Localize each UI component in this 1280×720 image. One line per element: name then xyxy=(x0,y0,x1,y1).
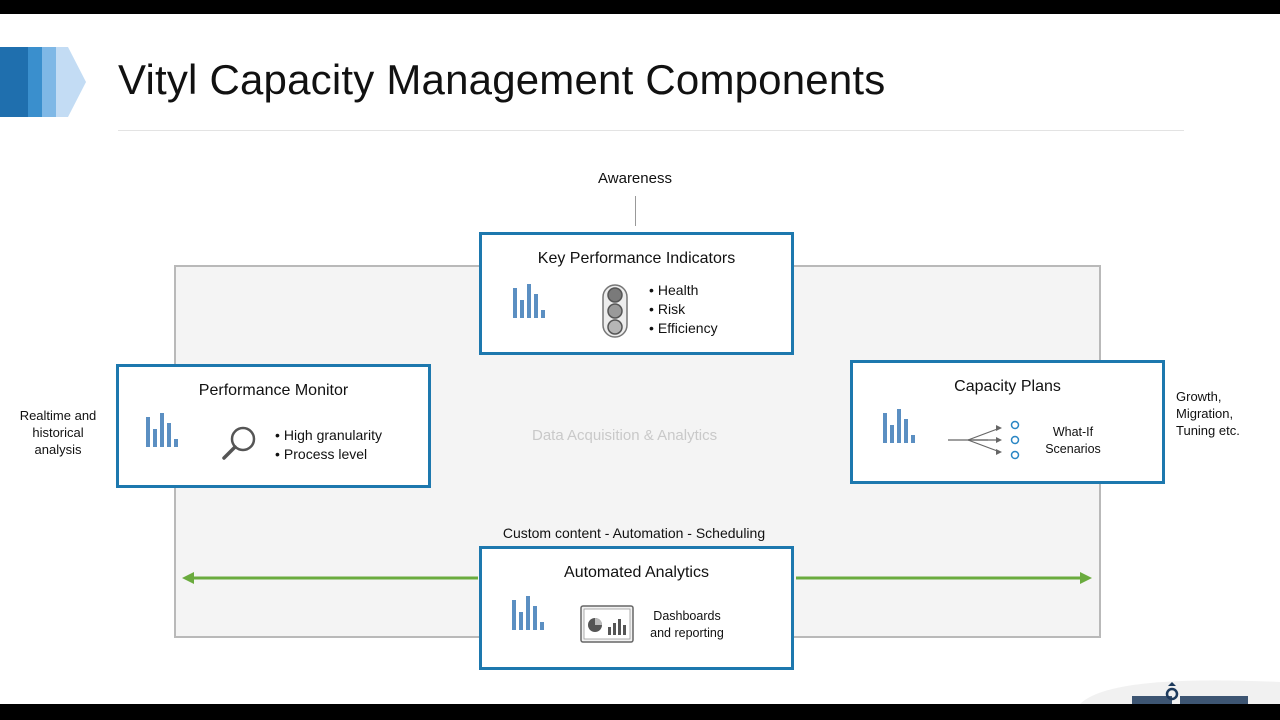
monitor-bullet-process: Process level xyxy=(275,445,382,464)
automated-analytics-title: Automated Analytics xyxy=(564,564,709,581)
slide: Vityl Capacity Management Components Awa… xyxy=(0,14,1280,704)
kpi-bullet-efficiency: Efficiency xyxy=(649,319,718,338)
dashboard-icon xyxy=(580,605,634,643)
performance-monitor-title: Performance Monitor xyxy=(198,382,349,399)
page-title: Vityl Capacity Management Components xyxy=(118,56,886,103)
kpi-card: Key Performance Indicators Health Risk E… xyxy=(479,232,794,355)
custom-content-label: Custom content - Automation - Scheduling xyxy=(502,525,766,541)
title-divider xyxy=(118,130,1184,131)
automated-analytics-card: Automated Analytics Dashboards and repor… xyxy=(479,546,794,670)
awareness-label: Awareness xyxy=(598,170,672,187)
monitor-bullet-granularity: High granularity xyxy=(275,426,382,445)
kpi-card-title: Key Performance Indicators xyxy=(537,250,736,267)
bar-chart-icon xyxy=(512,596,544,630)
bar-chart-icon xyxy=(146,413,178,447)
what-if-branch-icon xyxy=(948,420,1020,460)
left-arrow-icon xyxy=(182,572,478,584)
capacity-plans-title: Capacity Plans xyxy=(954,378,1061,395)
realtime-analysis-label: Realtime and historical analysis xyxy=(19,408,97,457)
data-acquisition-label: Data Acquisition & Analytics xyxy=(532,427,718,444)
capacity-plans-card: Capacity Plans What-If Scenarios xyxy=(850,360,1165,484)
traffic-light-icon xyxy=(602,284,628,338)
right-arrow-icon xyxy=(796,572,1092,584)
kpi-bullet-risk: Risk xyxy=(649,300,718,319)
dashboards-reporting-text: Dashboards and reporting xyxy=(650,609,724,640)
what-if-scenarios-text: What-If Scenarios xyxy=(1045,425,1101,456)
bar-chart-icon xyxy=(513,284,545,318)
performance-monitor-card: Performance Monitor High granularity Pro… xyxy=(116,364,431,488)
growth-migration-label: Growth, Migration, Tuning etc. xyxy=(1176,389,1240,438)
magnifier-icon xyxy=(222,426,256,460)
company-logo xyxy=(1080,680,1280,704)
corner-decoration xyxy=(0,47,86,117)
awareness-connector xyxy=(635,196,636,226)
bar-chart-icon xyxy=(883,409,915,443)
performance-monitor-bullets: High granularity Process level xyxy=(275,426,382,464)
kpi-bullets: Health Risk Efficiency xyxy=(649,281,718,338)
kpi-bullet-health: Health xyxy=(649,281,718,300)
